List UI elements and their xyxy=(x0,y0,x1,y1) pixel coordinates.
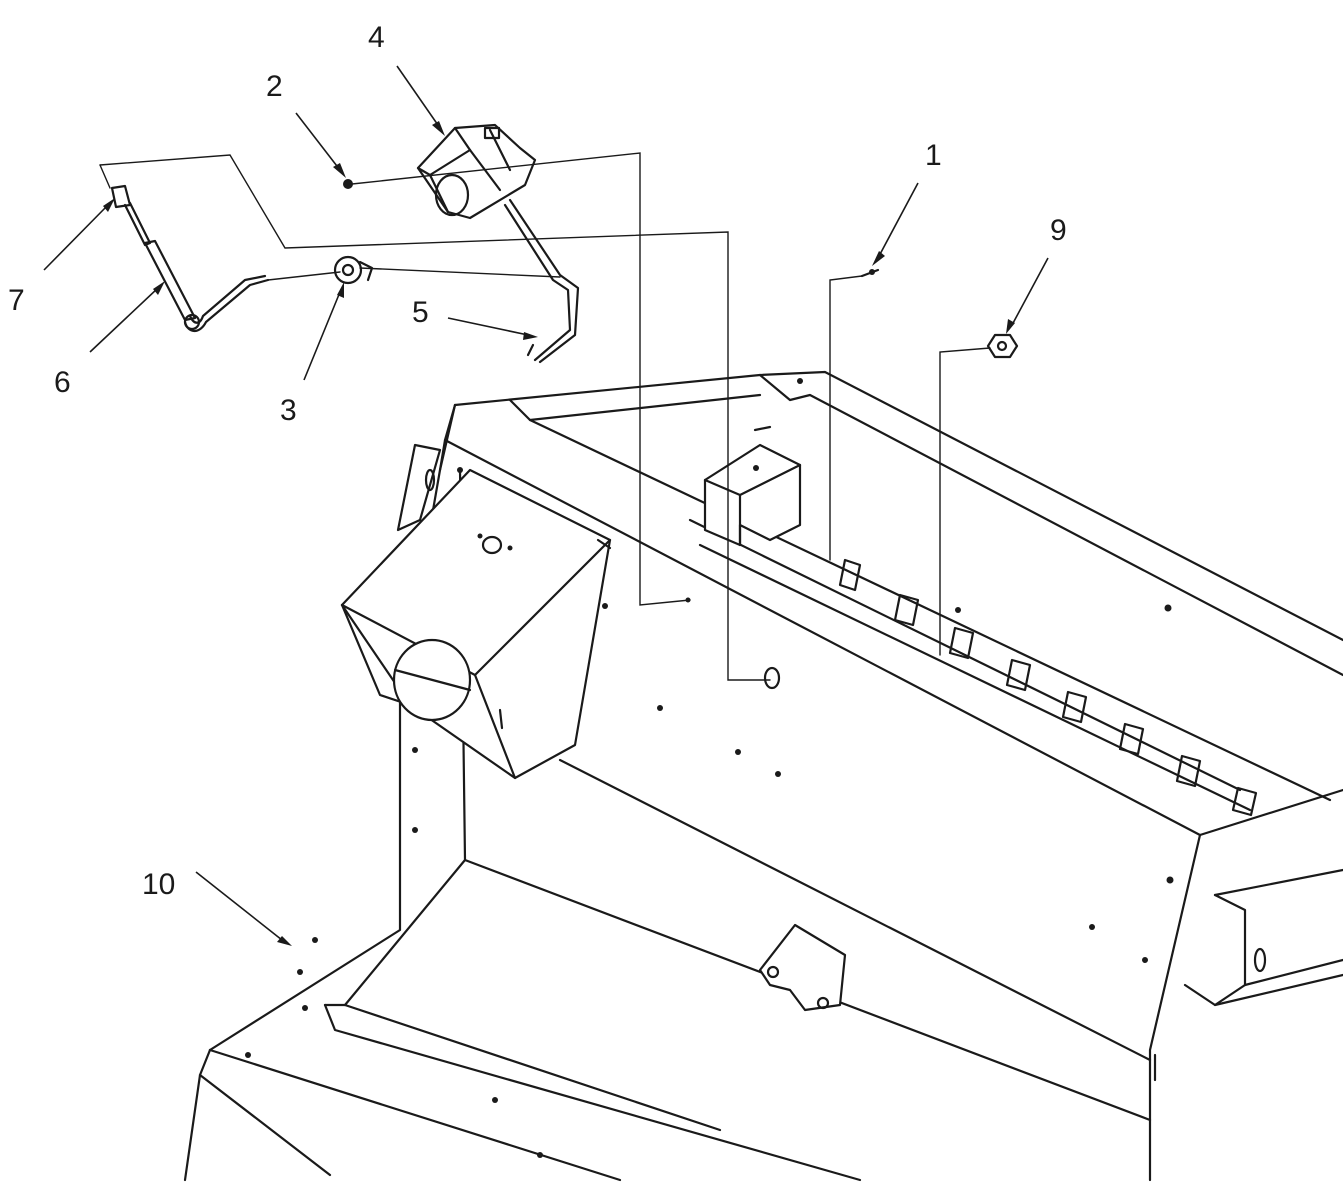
linkage-items-6-7 xyxy=(110,184,270,333)
screw-item-2 xyxy=(343,179,353,189)
assembly-lines xyxy=(99,152,991,681)
callout-3: 3 xyxy=(280,394,297,427)
callout-5: 5 xyxy=(412,296,429,329)
frame-assembly xyxy=(183,370,1343,1182)
slot-windows xyxy=(838,558,1258,817)
callout-numbers: 1 2 3 4 5 6 7 9 10 xyxy=(8,21,1067,901)
callout-2: 2 xyxy=(266,70,283,103)
switch-item-4 xyxy=(416,123,537,220)
callout-9: 9 xyxy=(1050,214,1067,247)
callout-7: 7 xyxy=(8,284,25,317)
pin-item-5 xyxy=(503,198,580,364)
fastener-item-1 xyxy=(860,268,880,278)
fitting-item-3 xyxy=(333,255,374,285)
nut-item-9 xyxy=(986,333,1019,359)
callout-4: 4 xyxy=(368,21,385,54)
callout-10: 10 xyxy=(142,868,175,901)
callout-6: 6 xyxy=(54,366,71,399)
callout-1: 1 xyxy=(925,139,942,172)
bolt-holes xyxy=(245,378,1174,1158)
auger-housing xyxy=(340,468,612,780)
callout-leaders xyxy=(43,65,1049,946)
